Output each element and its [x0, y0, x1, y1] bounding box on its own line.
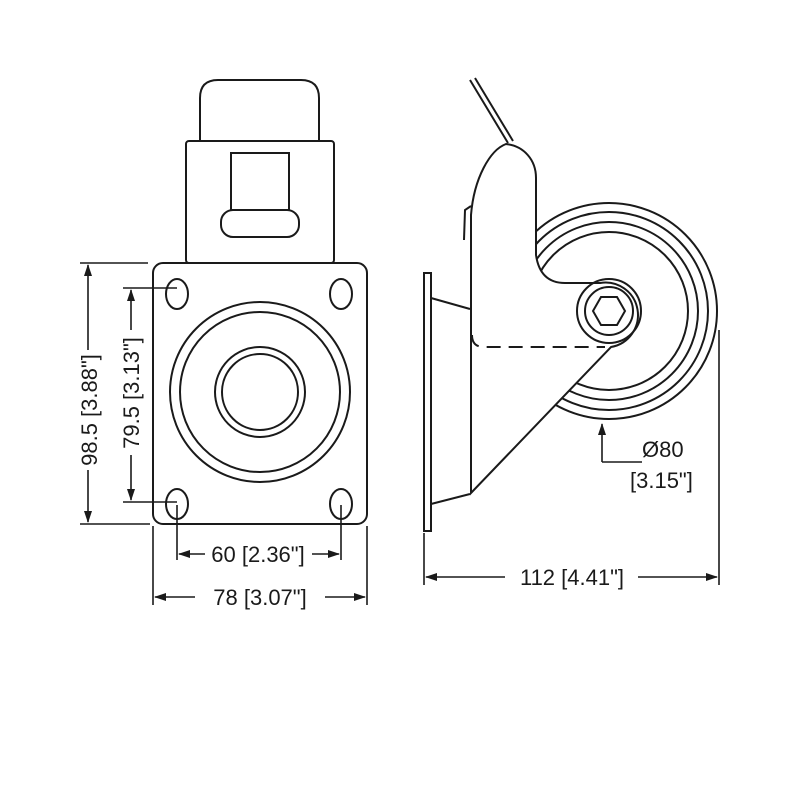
swivel-fork — [470, 142, 639, 496]
kingpin-ring — [214, 346, 306, 438]
dim-wheel-diameter: Ø80 — [642, 437, 684, 462]
hub-ring — [576, 278, 642, 344]
dim-hole-spacing-horizontal: 60 [2.36"] — [211, 542, 304, 567]
side-view: Ø80 [3.15"] 112 [4.41"] — [423, 77, 720, 590]
bolt-hole — [165, 278, 189, 310]
bolt-hole — [329, 278, 353, 310]
fork-hidden-edge — [471, 334, 605, 348]
dim-wheel-diameter-in: [3.15"] — [630, 468, 693, 493]
kingpin — [221, 353, 299, 431]
axle-nut — [591, 296, 627, 326]
bearing-ring — [179, 311, 341, 473]
fork-body — [185, 140, 335, 264]
top-plate — [423, 272, 432, 532]
brake-window — [230, 152, 290, 211]
bearing-ring-outer — [169, 301, 351, 483]
hub — [584, 286, 634, 336]
brake-pedal — [220, 209, 300, 238]
dim-plate-width: 78 [3.07"] — [213, 585, 306, 610]
brake-clip — [463, 205, 472, 241]
brake-cap — [199, 79, 320, 141]
dim-overall-height: 98.5 [3.88"] — [77, 354, 102, 466]
front-view: 98.5 [3.88"] 79.5 [3.13"] 60 [2.36"] 78 … — [77, 79, 368, 610]
dim-overall-length: 112 [4.41"] — [520, 565, 624, 590]
brake-lever — [469, 77, 514, 144]
mounting-plate — [152, 262, 368, 525]
dim-hole-spacing-vertical: 79.5 [3.13"] — [119, 337, 144, 449]
swivel-flange — [430, 297, 471, 505]
